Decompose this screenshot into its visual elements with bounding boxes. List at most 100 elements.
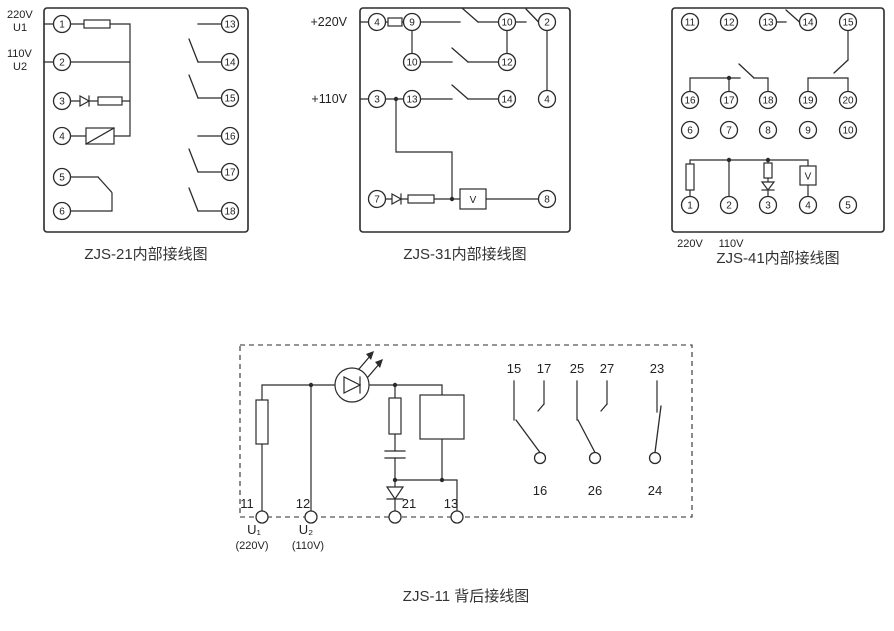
zjs21-terminal-13: 13 [220,14,240,34]
zjs21-label-u1: U1 [13,22,27,34]
zjs41-terminal-6: 6 [680,120,700,140]
zjs11-contacts: 15 17 25 27 23 16 26 24 [507,361,664,498]
terminal-number: 13 [406,95,418,106]
terminal-number: 8 [544,195,550,206]
zjs31-label-plus110v: +110V [311,92,347,106]
terminal-number: 15 [842,18,854,29]
zjs41-terminal-14: 14 [798,12,818,32]
zjs11-terminal-13-label: 13 [444,496,458,511]
zjs41-terminal-19: 19 [798,90,818,110]
terminal-number: 14 [802,18,814,29]
zjs31-resistor-symbol [387,17,403,27]
zjs21-coil-diagonal [85,127,115,145]
zjs41-label-110v: 110V [719,238,745,250]
terminal-number: 4 [59,132,65,143]
zjs31-terminal-8: 8 [537,189,557,209]
junction-dot [726,157,732,163]
zjs11-terminal-13 [450,510,464,524]
zjs21-diode-symbol [79,94,91,108]
zjs21-terminal-14: 14 [220,52,240,72]
zjs41-terminal-5: 5 [838,195,858,215]
zjs11-terminal-21 [388,510,402,524]
zjs41-terminal-2: 2 [719,195,739,215]
led-symbol [334,351,383,403]
zjs41-terminal-16: 16 [680,90,700,110]
terminal-number: 2 [544,18,550,29]
contact-terminal-label: 25 [570,361,584,376]
zjs21-contact-blades [97,38,199,212]
zjs41-resistor-symbol-2 [763,162,773,179]
zjs11-wires [261,384,458,512]
zjs11-terminal-21-label: 21 [402,496,416,511]
zjs11-terminal-11-label: 11 [240,496,254,511]
zjs41-terminal-15: 15 [838,12,858,32]
zjs41-terminal-8: 8 [758,120,778,140]
zjs21-terminal-1: 1 [52,14,72,34]
zjs31-terminal-3: 3 [367,89,387,109]
zjs31-terminal-12: 12 [497,52,517,72]
junction-dot [308,382,314,388]
zjs11-diagram: 11 12 21 13 U₁ (220V) U₂ (110V) 15 17 25… [235,344,693,605]
terminal-number: 13 [762,18,774,29]
zjs11-terminal-11 [255,510,269,524]
zjs41-terminal-11: 11 [680,12,700,32]
zjs41-varistor-label: V [805,172,812,183]
terminal-number: 14 [224,58,236,69]
junction-dot [392,382,398,388]
zjs21-label-u2: U2 [13,61,27,73]
terminal-number: 9 [805,126,811,137]
zjs41-resistor-symbol [685,163,695,191]
zjs31-contact-blades [451,7,540,100]
zjs31-varistor-label: V [470,195,477,206]
terminal-number: 6 [59,207,65,218]
zjs41-varistor-box [799,165,817,186]
zjs41-terminal-9: 9 [798,120,818,140]
zjs41-diode-symbol [760,181,776,191]
zjs31-terminal-13: 13 [402,89,422,109]
zjs31-caption: ZJS-31内部接线图 [403,246,526,263]
contact-terminal-label: 27 [600,361,614,376]
zjs41-contact-blades [738,9,849,79]
zjs31-terminal-4b: 4 [537,89,557,109]
terminal-number: 8 [765,126,771,137]
terminal-number: 11 [685,18,696,29]
terminal-number: 3 [59,97,65,108]
zjs41-terminal-10: 10 [838,120,858,140]
zjs41-label-220v: 220V [677,238,703,250]
zjs21-terminal-4: 4 [52,126,72,146]
zjs21-terminal-16: 16 [220,126,240,146]
terminal-number: 20 [842,96,854,107]
zjs31-terminal-2: 2 [537,12,557,32]
zjs41-terminal-3: 3 [758,195,778,215]
terminal-number: 6 [687,126,693,137]
zjs41-terminal-20: 20 [838,90,858,110]
terminal-number: 13 [224,20,236,31]
terminal-number: 17 [224,168,236,179]
terminal-number: 1 [687,201,693,212]
terminal-number: 4 [374,18,380,29]
zjs21-label-110v: 110V [7,48,33,60]
zjs11-resistor-symbol [255,399,269,445]
zjs11-caption: ZJS-11 背后接线图 [403,588,529,605]
zjs41-case-outline [671,7,885,233]
junction-dot [765,157,771,163]
zjs31-terminal-9: 9 [402,12,422,32]
contact-terminal-label: 24 [648,483,662,498]
contact-moving-blades [515,403,662,454]
led-arrow-head [366,351,374,360]
contact-terminal-label: 23 [650,361,664,376]
zjs31-varistor-box [459,188,487,210]
terminal-number: 2 [726,201,732,212]
zjs31-terminal-4a: 4 [367,12,387,32]
zjs21-caption: ZJS-21内部接线图 [84,246,207,263]
contact-terminal-label: 15 [507,361,521,376]
zjs41-caption: ZJS-41内部接线图 [716,250,839,267]
zjs11-label-220v: (220V) [235,540,268,552]
zjs41-diagram: V 11 12 13 14 15 16 17 18 19 20 6 7 8 9 … [671,7,885,267]
terminal-number: 4 [544,95,550,106]
zjs41-terminal-12: 12 [719,12,739,32]
terminal-number: 12 [501,58,513,69]
zjs31-diagram: +220V +110V V 4 9 10 2 10 12 3 13 14 4 7… [311,7,571,263]
terminal-number: 9 [409,18,415,29]
zjs31-terminal-10b: 10 [402,52,422,72]
